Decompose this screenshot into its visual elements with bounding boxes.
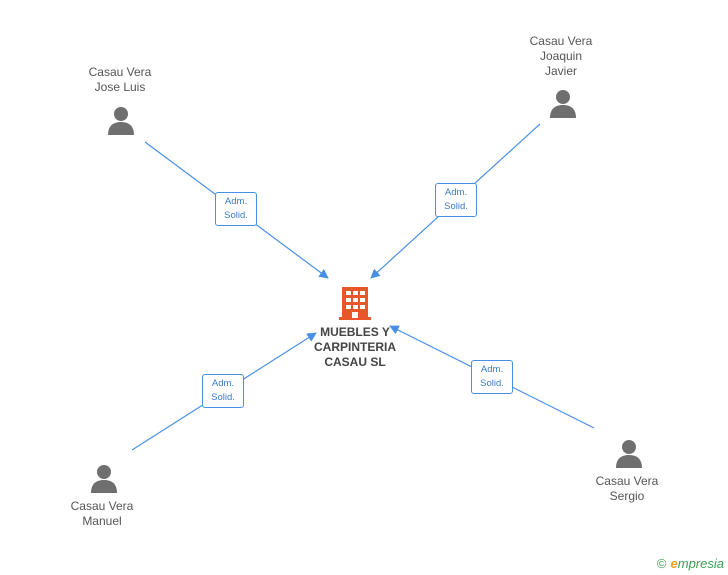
edge-label-jose-luis: Adm. Solid.	[215, 192, 257, 226]
person-icon	[108, 107, 134, 135]
person-icon	[550, 90, 576, 118]
edge-label-joaquin-javier: Adm. Solid.	[435, 183, 477, 217]
edge-label-line: Adm.	[480, 364, 504, 375]
edge-label-line: Solid.	[444, 201, 468, 212]
person-name-line: Casau Vera	[70, 499, 134, 513]
brand-name: mpresia	[677, 556, 724, 571]
company-name-line: CASAU SL	[324, 355, 386, 369]
person-name-line: Manuel	[82, 514, 122, 528]
person-name-line: Casau Vera	[88, 65, 152, 79]
edge-label-manuel: Adm. Solid.	[202, 374, 244, 408]
footer-brand: ©empresia	[657, 556, 724, 571]
copyright-icon: ©	[656, 556, 667, 571]
person-name-line: Casau Vera	[529, 34, 593, 48]
person-name-line: Sergio	[609, 489, 645, 503]
edge-label-line: Solid.	[480, 378, 504, 389]
person-node-jose-luis[interactable]: Casau Vera Jose Luis	[70, 65, 170, 95]
edge-label-line: Adm.	[211, 378, 235, 389]
person-name-line: Javier	[544, 64, 577, 78]
person-icon	[91, 465, 117, 493]
edge-label-line: Solid.	[224, 210, 248, 221]
person-icon	[616, 440, 642, 468]
edge-label-line: Adm.	[224, 196, 248, 207]
person-node-manuel[interactable]: Casau Vera Manuel	[52, 499, 152, 529]
brand-initial: e	[670, 556, 678, 571]
edge-label-line: Adm.	[444, 187, 468, 198]
company-node[interactable]: MUEBLES Y CARPINTERIA CASAU SL	[300, 285, 410, 370]
building-icon	[339, 287, 371, 320]
person-name-line: Joaquin	[539, 49, 583, 63]
edge-label-line: Solid.	[211, 392, 235, 403]
person-name-line: Jose Luis	[94, 80, 146, 94]
person-node-joaquin-javier[interactable]: Casau Vera Joaquin Javier	[511, 34, 611, 79]
company-name-line: MUEBLES Y	[320, 325, 390, 339]
company-name-line: CARPINTERIA	[313, 340, 396, 354]
person-name-line: Casau Vera	[595, 474, 659, 488]
edge-label-sergio: Adm. Solid.	[471, 360, 513, 394]
person-node-sergio[interactable]: Casau Vera Sergio	[577, 474, 677, 504]
brand-logo: empresia	[671, 556, 724, 571]
